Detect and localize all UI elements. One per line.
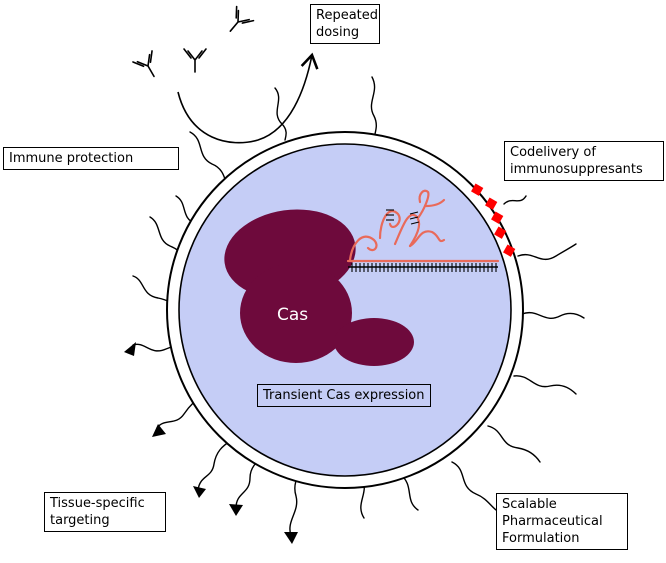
strand — [197, 439, 233, 491]
repeated-dosing-arrow — [177, 52, 319, 144]
cas-label: Cas — [277, 305, 309, 325]
cas-protein — [224, 209, 414, 366]
arrowhead — [229, 504, 243, 516]
codelivery-label: Codelivery of immunosuppresants — [504, 141, 664, 181]
strand — [517, 243, 577, 261]
antibody-icon — [229, 5, 255, 32]
arrowhead — [152, 424, 166, 437]
strand — [513, 375, 577, 395]
scalable-formulation-label: Scalable Pharmaceutical Formulation — [496, 493, 628, 550]
antibody-icon — [132, 50, 155, 78]
strand — [370, 76, 377, 139]
immunosuppressant-square — [471, 183, 484, 196]
repeated-dosing-label: Repeated dosing — [310, 4, 380, 44]
strand — [503, 195, 527, 205]
immunosuppressant-square — [494, 226, 507, 239]
immunosuppressant-square — [485, 197, 498, 210]
strand — [451, 461, 497, 511]
strand — [487, 425, 541, 463]
transient-cas-expression-label: Transient Cas expression — [257, 384, 431, 407]
guide-rna-hairpin-ticks — [386, 209, 420, 225]
target-dna — [348, 263, 498, 272]
immunosuppressant-square — [491, 211, 504, 224]
strand — [274, 87, 287, 141]
arrowhead — [193, 486, 206, 498]
immunosuppressant-square — [503, 244, 516, 257]
antibody-icon — [183, 48, 207, 73]
arrowhead — [284, 532, 298, 544]
strand — [521, 311, 585, 319]
strand — [189, 131, 227, 183]
immunosuppressant-particles — [471, 183, 516, 257]
guide-rna — [346, 189, 500, 263]
targeting-arrowheads — [124, 342, 298, 544]
antibodies — [132, 5, 255, 78]
cas-lobe-small — [334, 318, 414, 366]
cas-lobe-main — [240, 263, 352, 363]
immune-protection-label: Immune protection — [3, 147, 179, 170]
arrowhead — [124, 342, 136, 356]
tissue-targeting-label: Tissue-specific targeting — [44, 492, 166, 532]
